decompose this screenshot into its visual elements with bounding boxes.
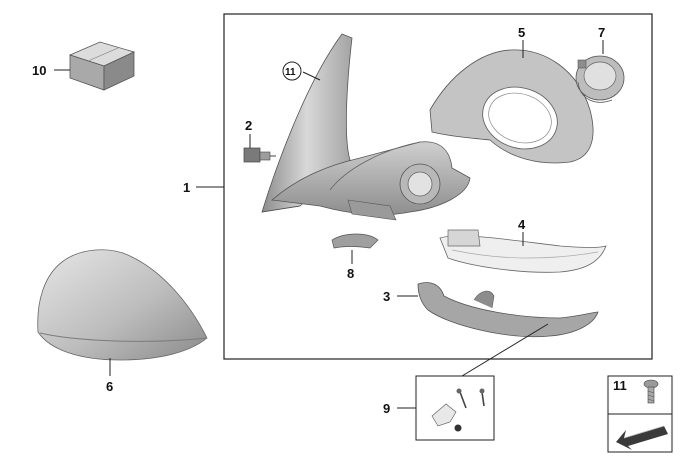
- callout-1: 1: [183, 180, 190, 195]
- leader-9-link: [461, 323, 549, 377]
- callout-10: 10: [32, 63, 46, 78]
- part-base-housing: [271, 141, 471, 221]
- screw-icon: [643, 379, 659, 404]
- part-6-cap-icon: [37, 249, 208, 361]
- part-4-turn-signal: [439, 229, 607, 273]
- part-3-lower-trim: [417, 282, 599, 338]
- callout-8: 8: [347, 266, 354, 281]
- part-9-box: [415, 375, 495, 441]
- part-9-hardware: [431, 388, 485, 432]
- part-7-motor: [575, 55, 625, 103]
- leader-11: [302, 71, 321, 81]
- callout-5: 5: [518, 25, 525, 40]
- callout-6: 6: [106, 379, 113, 394]
- part-10-cube-icon: [68, 41, 136, 91]
- callout-11-circle: [282, 61, 302, 81]
- callout-2: 2: [245, 118, 252, 133]
- callout-7: 7: [598, 25, 605, 40]
- callout-11-box-text: 11: [613, 378, 627, 393]
- arrow-icon: [616, 425, 668, 450]
- part-2-connector: [243, 147, 276, 163]
- callout-4: 4: [518, 217, 526, 232]
- callout-11-circle-text: 11: [285, 67, 296, 78]
- callout-9: 9: [383, 401, 390, 416]
- callout-3: 3: [383, 289, 390, 304]
- part-5-frame: [429, 49, 594, 164]
- part-8-cover: [331, 233, 379, 249]
- part-11-box: [607, 375, 673, 415]
